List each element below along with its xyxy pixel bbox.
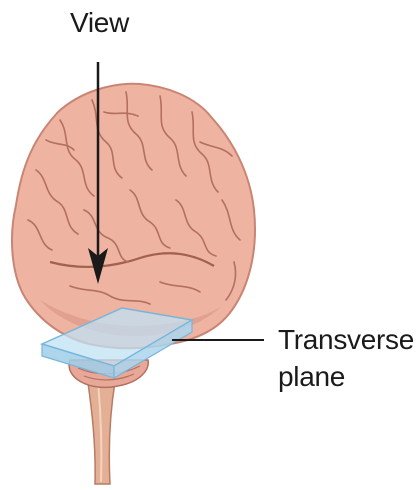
view-label: View	[70, 6, 129, 40]
transverse-plane-label-line1: Transverse	[278, 323, 414, 357]
brain-stem	[87, 376, 116, 484]
brain	[12, 84, 255, 348]
transverse-plane-label-line2: plane	[278, 360, 345, 394]
